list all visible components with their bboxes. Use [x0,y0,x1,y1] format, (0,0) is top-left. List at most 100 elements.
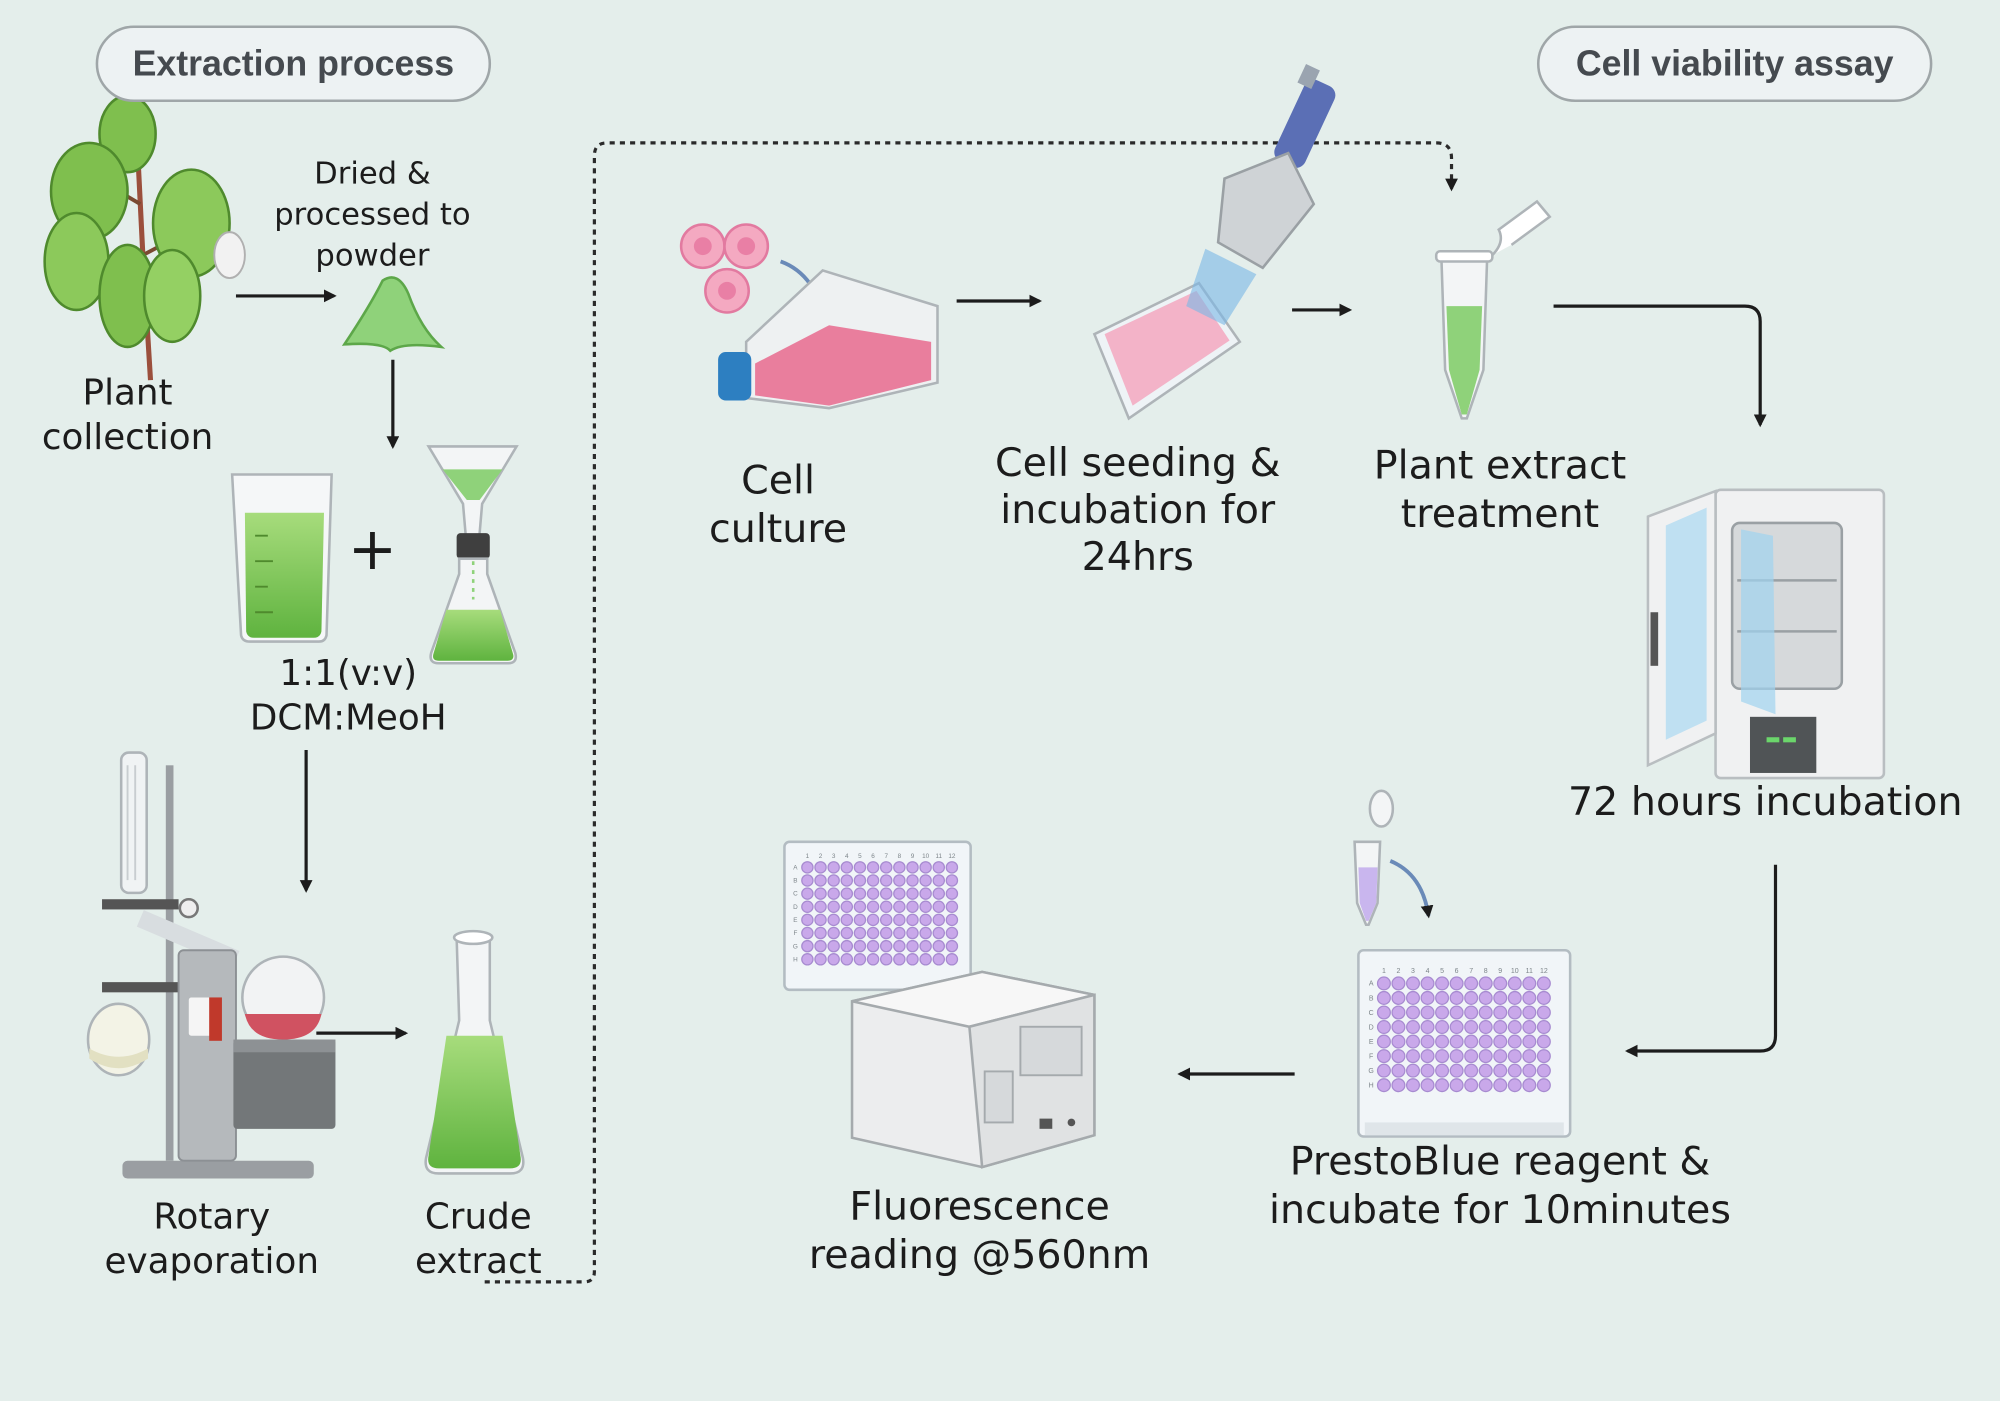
plate-well [879,861,893,874]
plate-well [919,900,932,914]
plate-well [866,900,880,914]
arrow-incubator-to-prestoblue [1624,864,1778,1058]
plate-well [1449,1034,1464,1049]
plate-well [1464,990,1479,1005]
plate-well [1522,990,1537,1005]
plate-well [1464,1005,1479,1020]
plate-well [1420,1034,1435,1049]
eppendorf-tube-icon [1434,199,1552,420]
plate-well [801,861,814,874]
plate-well [866,939,880,953]
plate-well [1420,1078,1435,1093]
plate-well [853,887,867,900]
plate-well [1435,1020,1450,1035]
plate-row-label: D [793,904,798,911]
plate-well [840,953,854,966]
plate-well [893,887,906,900]
plate-well [1405,990,1421,1005]
plate-well [1420,1020,1435,1035]
plate-well [932,939,946,953]
plate-well [801,913,814,927]
plate-well [1536,1005,1551,1020]
plate-well [1435,1005,1450,1020]
plate-column-label: 5 [1440,968,1444,975]
plate-well [1449,1020,1464,1035]
plate-row-label: F [1369,1053,1373,1060]
plate-well [1507,1005,1522,1020]
plate-row-label: G [793,943,798,950]
powder-icon [341,276,446,353]
plate-well [1493,1063,1508,1078]
plate-well [853,913,867,927]
plate-well [1478,1005,1493,1020]
plate-well [893,874,906,887]
plate-column-label: 9 [1498,968,1502,975]
plate-row-label: C [793,891,798,898]
plate-well [945,926,959,940]
arrow-reagent-into-plate [1389,859,1434,919]
plate-well [1376,1005,1391,1020]
plate-well [866,926,880,940]
plate-column-label: 9 [911,853,915,860]
plate-well [1478,1049,1493,1064]
plate-well [919,887,932,900]
plate-well [1478,990,1493,1005]
plate-well [853,900,867,914]
plate-row-label: E [1369,1039,1374,1046]
plate-well [932,926,946,940]
plate-column-label: 3 [1411,968,1415,975]
plate-well [1420,1049,1435,1064]
plate-well [945,913,959,927]
plate-well [1478,1063,1493,1078]
plate-well [1522,1049,1537,1064]
plate-well [1522,1078,1537,1093]
plate-well [1522,1063,1537,1078]
plate-well [866,913,880,927]
plate-well [1449,990,1464,1005]
plate-well [1536,990,1551,1005]
plate-well [1449,1078,1464,1093]
plate-row-label: A [1369,981,1374,988]
plate-well [814,861,827,874]
section-extraction-process: Extraction process [95,25,492,103]
plate-well [1536,1020,1551,1035]
plate-well [945,900,959,914]
plate-well [1522,1020,1537,1035]
plate-well [827,939,840,953]
incubator-icon [1646,488,1886,780]
plate-well [945,953,959,966]
plate-row-label: H [793,956,798,963]
plate-well [919,926,932,940]
plate-well [840,900,854,914]
plate-well [1522,1034,1537,1049]
plate-well [827,913,840,927]
plate-well [1536,1063,1551,1078]
plate-column-label: 10 [1511,968,1519,975]
plate-well [893,900,906,914]
plate-well [827,953,840,966]
plate-well [801,926,814,940]
plate-row-label: D [1369,1024,1374,1031]
plate-row-label: F [793,930,797,937]
arrow-treatment-to-incubator [1553,304,1767,428]
plate-column-label: 7 [1469,968,1473,975]
plate-reader-icon [850,970,1096,1169]
plate-well [1464,1078,1479,1093]
plate-well [906,900,919,914]
plate-well [1449,1049,1464,1064]
plate-well [1391,990,1406,1005]
plate-well [1464,1034,1479,1049]
crude-extract-flask-icon [424,929,525,1175]
plate-well [1435,976,1450,991]
plate-well [1376,1020,1391,1035]
plate-well [1478,1078,1493,1093]
plate-well [1478,976,1493,991]
plate-well [1522,976,1537,991]
plate-well [1493,1078,1508,1093]
plate-column-label: 4 [1426,968,1430,975]
